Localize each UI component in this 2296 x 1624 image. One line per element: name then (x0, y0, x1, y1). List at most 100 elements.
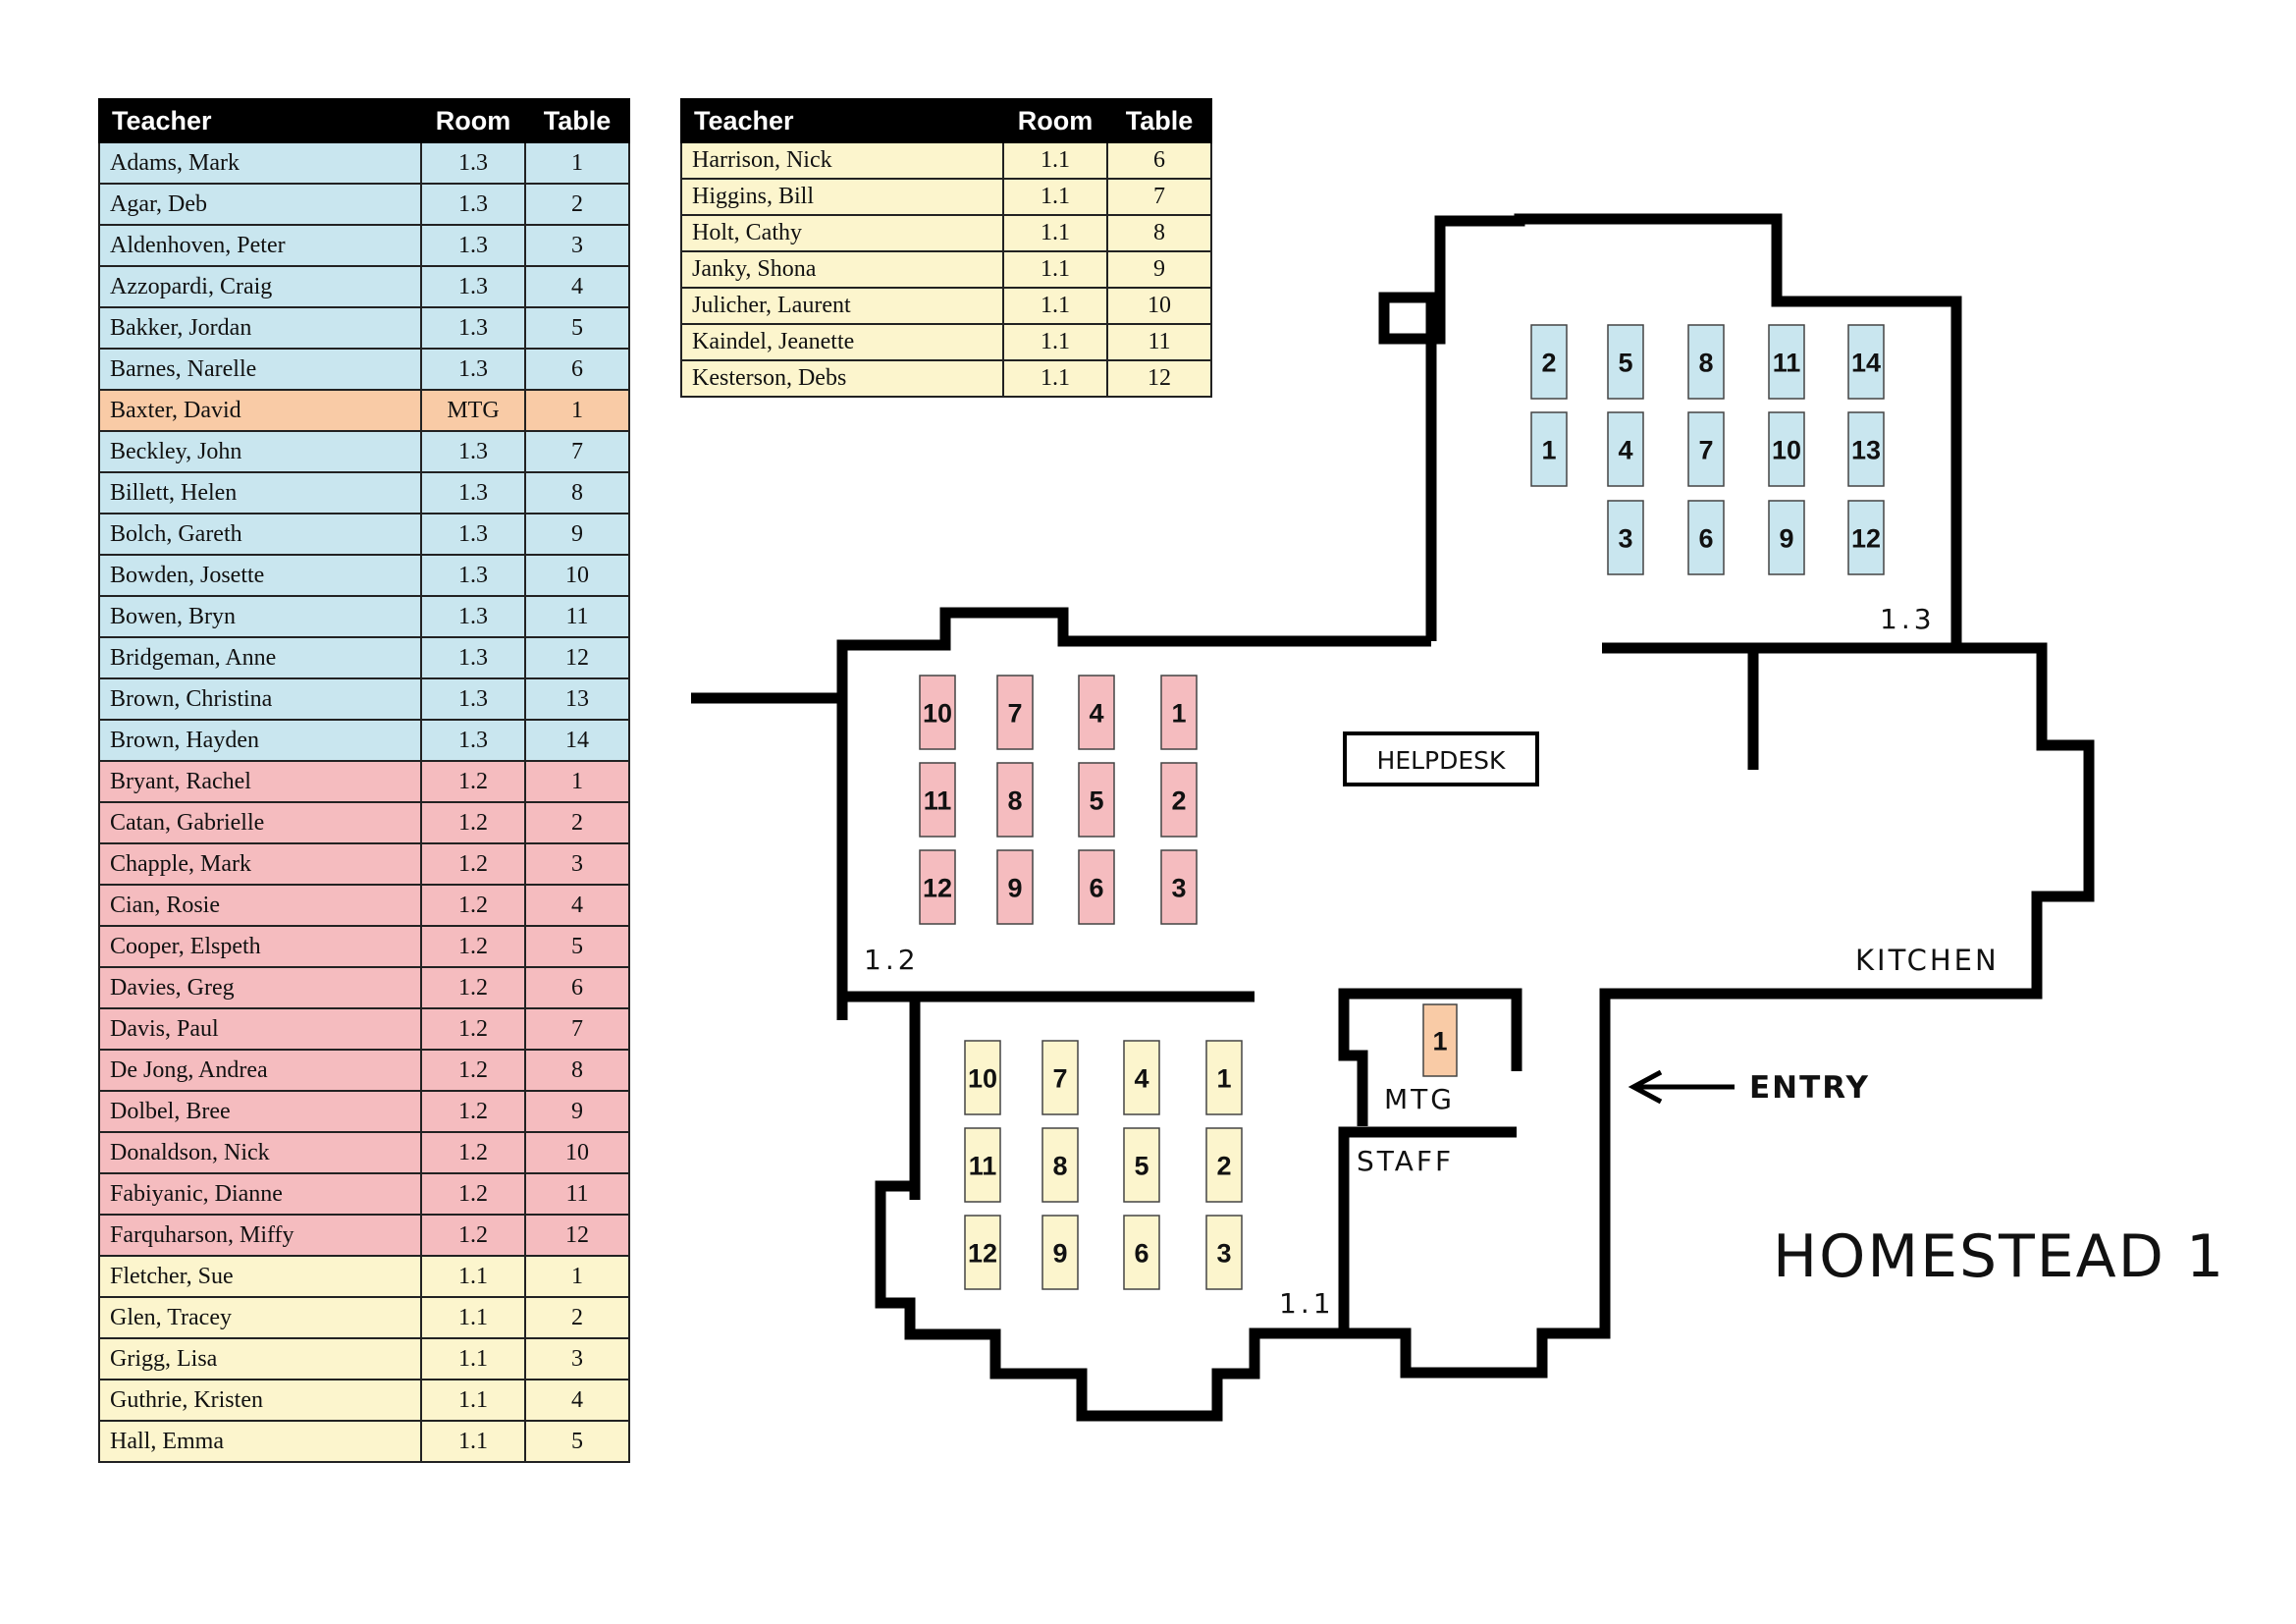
desk-rect (1205, 1127, 1243, 1203)
teacher-cell: Fletcher, Sue (98, 1255, 422, 1298)
table-number-cell: 6 (524, 348, 630, 391)
teacher-cell: Brown, Hayden (98, 719, 422, 762)
desk-room12: 7 (996, 675, 1034, 750)
table-number-cell: 4 (524, 265, 630, 308)
table-number-cell: 3 (524, 1337, 630, 1380)
room-cell: 1.3 (420, 183, 526, 226)
table-number-cell: 10 (524, 554, 630, 597)
table-number-cell: 14 (524, 719, 630, 762)
desk-rect (964, 1040, 1001, 1115)
desk-rect (964, 1215, 1001, 1290)
table-number-cell: 12 (524, 636, 630, 679)
table-header-cell: Table (1106, 98, 1212, 143)
desk-rect (1041, 1215, 1079, 1290)
desk-number: 4 (1618, 436, 1632, 465)
teacher-cell: Cian, Rosie (98, 884, 422, 927)
room-cell: 1.3 (420, 471, 526, 514)
desk-room12: 12 (919, 849, 956, 925)
teacher-cell: Cooper, Elspeth (98, 925, 422, 968)
desk-rect (996, 849, 1034, 925)
teacher-cell: Glen, Tracey (98, 1296, 422, 1339)
room-cell: 1.2 (420, 760, 526, 803)
desk-room13: 2 (1530, 324, 1568, 400)
wall-room13-upper (1378, 213, 1962, 654)
teacher-cell: Barnes, Narelle (98, 348, 422, 391)
table-number-cell: 8 (524, 471, 630, 514)
desk-room11: 8 (1041, 1127, 1079, 1203)
room-cell: 1.2 (420, 1172, 526, 1216)
desk-mtg: 1 (1422, 1003, 1458, 1077)
room-cell: MTG (420, 389, 526, 432)
desk-number: 10 (923, 699, 952, 729)
teacher-cell: Bolch, Gareth (98, 513, 422, 556)
desk-rect (1078, 675, 1115, 750)
table-number-cell: 11 (524, 1172, 630, 1216)
desk-room12: 10 (919, 675, 956, 750)
wall-room12-top (836, 607, 1431, 1020)
room-cell: 1.1 (1002, 287, 1108, 325)
table-number-cell: 7 (524, 1007, 630, 1051)
room-cell: 1.1 (1002, 141, 1108, 180)
desk-number: 9 (1052, 1239, 1067, 1269)
room-cell: 1.3 (420, 513, 526, 556)
room-cell: 1.3 (420, 595, 526, 638)
helpdesk-label: HELPDESK (1377, 746, 1507, 775)
teacher-cell: Donaldson, Nick (98, 1131, 422, 1174)
desk-room12: 1 (1160, 675, 1198, 750)
desk-room13: 14 (1847, 324, 1885, 400)
desk-room12: 4 (1078, 675, 1115, 750)
teacher-cell: Guthrie, Kristen (98, 1379, 422, 1422)
desk-rect (1078, 762, 1115, 838)
desk-room11: 11 (964, 1127, 1001, 1203)
desk-room13: 11 (1768, 324, 1805, 400)
table-header-cell: Table (524, 98, 630, 143)
desk-room13: 1 (1530, 411, 1568, 487)
teacher-cell: Kesterson, Debs (680, 359, 1004, 398)
desk-rect (964, 1127, 1001, 1203)
room-cell: 1.2 (420, 925, 526, 968)
desk-rect (919, 762, 956, 838)
desk-room11: 2 (1205, 1127, 1243, 1203)
desk-number: 4 (1134, 1064, 1148, 1094)
room-cell: 1.1 (420, 1379, 526, 1422)
wall-staff (1338, 1126, 1517, 1333)
table-number-cell: 2 (524, 1296, 630, 1339)
room-cell: 1.1 (420, 1337, 526, 1380)
table-number-cell: 5 (524, 925, 630, 968)
teacher-cell: Adams, Mark (98, 141, 422, 185)
desk-number: 7 (1052, 1064, 1067, 1094)
desk-rect (996, 762, 1034, 838)
table-number-cell: 9 (524, 1090, 630, 1133)
table-number-cell: 8 (1106, 214, 1212, 252)
table-number-cell: 2 (524, 801, 630, 844)
desk-number: 12 (968, 1239, 997, 1269)
table-number-cell: 3 (524, 842, 630, 886)
room-cell: 1.2 (420, 884, 526, 927)
teacher-header: Teacher (98, 98, 422, 143)
wall-room11-outer (875, 1180, 1345, 1422)
teacher-cell: De Jong, Andrea (98, 1049, 422, 1092)
desk-number: 5 (1089, 786, 1103, 816)
desk-rect (1160, 675, 1198, 750)
room-cell: 1.1 (1002, 323, 1108, 361)
desk-room13: 12 (1847, 500, 1885, 575)
table-number-cell: 3 (524, 224, 630, 267)
desk-number: 10 (968, 1064, 997, 1094)
desk-rect (1847, 324, 1885, 400)
table-header: Teacher Room Table (680, 98, 1212, 143)
